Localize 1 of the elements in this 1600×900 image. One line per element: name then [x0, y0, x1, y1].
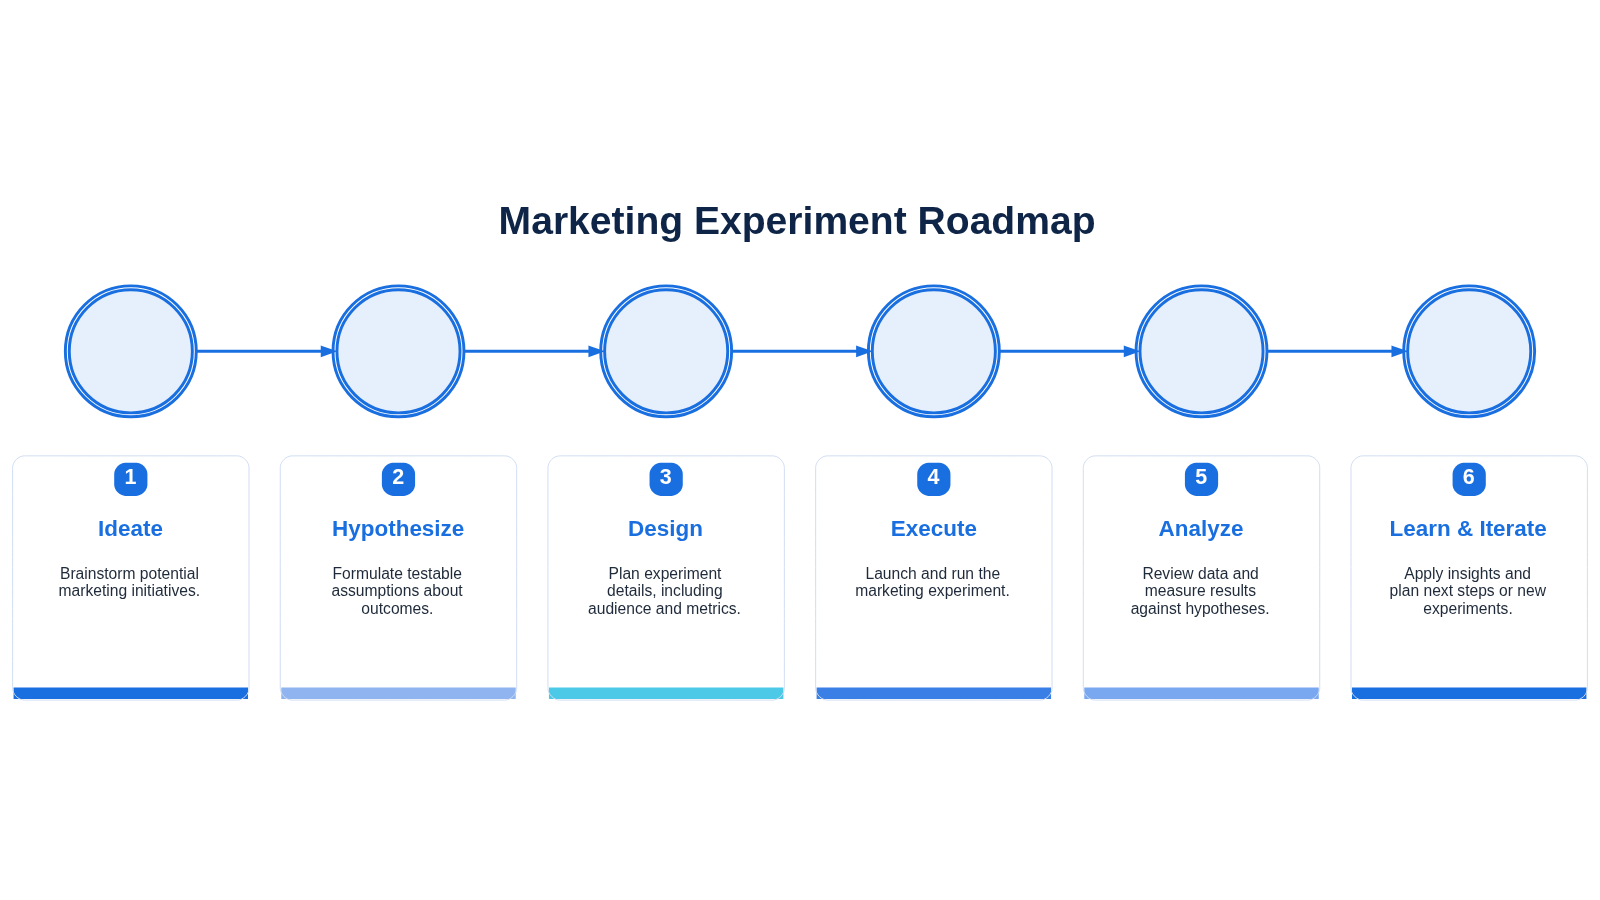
diagram-title: Marketing Experiment Roadmap: [498, 199, 1096, 243]
